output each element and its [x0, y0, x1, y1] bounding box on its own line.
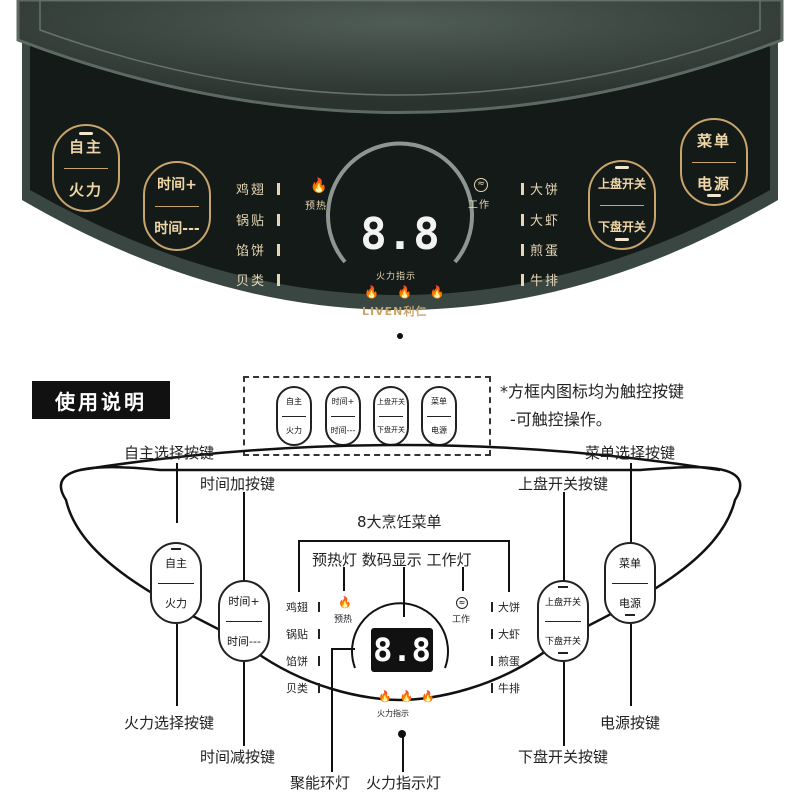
- auto-key-label: 自主: [68, 138, 103, 157]
- menu-power-key[interactable]: 菜单 电源: [680, 118, 748, 206]
- callout-power: 电源按键: [600, 714, 661, 732]
- callout-time-reduce: 时间减按键: [200, 748, 276, 766]
- digital-display: 8.8: [360, 209, 440, 260]
- diagram-menu-shellfish: 贝类: [286, 682, 308, 695]
- product-photo: 自主 火力 时间+ 时间--- 鸡翅 锅贴 馅饼 贝类 🔥 预热 ≈ 工作 8.…: [0, 0, 800, 370]
- fire-level-icons: 🔥🔥🔥: [364, 285, 463, 299]
- diagram-fan-icon: ≈: [456, 597, 468, 609]
- menu-shellfish: 贝类: [236, 274, 267, 289]
- diagram-display-bg: [371, 628, 433, 672]
- work-label: 工作: [468, 200, 490, 211]
- mini-plate-keys: 上盘开关 下盘开关: [373, 386, 409, 446]
- diagram-auto-fire-key: 自主 火力: [150, 542, 202, 624]
- diagram-menu-power-key: 菜单 电源: [604, 542, 656, 624]
- diagram-preheat-label: 预热: [334, 615, 353, 625]
- flame-icon: 🔥: [310, 178, 328, 194]
- key-indicator: [615, 238, 629, 241]
- menu-pancake: 大饼: [530, 183, 561, 198]
- diagram-menu-fried-egg: 煎蛋: [498, 655, 520, 668]
- menu-pie: 馅饼: [236, 244, 267, 259]
- diagram-menu-pie: 馅饼: [286, 655, 308, 668]
- upper-plate-label: 上盘开关: [597, 176, 646, 191]
- plate-keys[interactable]: 上盘开关 下盘开关: [588, 160, 656, 250]
- note-line2: -可触控操作。: [510, 410, 612, 429]
- diagram-flame-icon: 🔥: [338, 596, 352, 609]
- key-indicator: [79, 132, 93, 135]
- diagram-work-label: 工作: [452, 615, 471, 625]
- ring-light-dot: [398, 730, 406, 738]
- menu-shrimp: 大虾: [530, 214, 561, 229]
- callout-upper-plate: 上盘开关按键: [518, 475, 609, 493]
- callout-eight-menus: 8大烹饪菜单: [357, 513, 442, 531]
- time-reduce-label: 时间---: [154, 220, 200, 237]
- mini-auto-fire-key: 自主 火力: [276, 386, 312, 446]
- lower-plate-label: 下盘开关: [597, 220, 646, 235]
- menu-key-label: 菜单: [696, 132, 731, 151]
- fire-indicator-label: 火力指示: [376, 272, 417, 282]
- diagram-menu-potstickers: 锅贴: [286, 628, 308, 641]
- diagram-time-keys: 时间+ 时间---: [218, 580, 270, 662]
- fan-icon: ≈: [474, 178, 488, 192]
- callout-fire-light: 火力指示灯: [366, 774, 442, 792]
- diagram-menu-shrimp: 大虾: [498, 628, 520, 641]
- auto-fire-key[interactable]: 自主 火力: [52, 124, 120, 212]
- section-title: 使用说明: [32, 381, 170, 419]
- diagram-fire-indicator-label: 火力指示: [377, 709, 409, 718]
- diagram-digital-display: 8.8: [373, 631, 431, 669]
- fire-key-label: 火力: [68, 180, 103, 199]
- callout-indicator-row: 预热灯 数码显示 工作灯: [312, 551, 472, 569]
- menu-steak: 牛排: [530, 274, 561, 289]
- note-line1: *方框内图标均为触控按键: [500, 382, 685, 401]
- power-key-label: 电源: [696, 174, 731, 193]
- key-indicator: [707, 194, 721, 197]
- callout-menu-select: 菜单选择按键: [585, 444, 676, 462]
- diagram-plate-keys: 上盘开关 下盘开关: [537, 580, 589, 662]
- key-indicator: [615, 166, 629, 169]
- menu-potstickers: 锅贴: [236, 214, 267, 229]
- callout-lower-plate: 下盘开关按键: [518, 748, 609, 766]
- mini-menu-power-key: 菜单 电源: [421, 386, 457, 446]
- menu-chicken-wings: 鸡翅: [236, 183, 267, 198]
- menu-fried-egg: 煎蛋: [530, 244, 561, 259]
- callout-ring-light: 聚能环灯: [290, 774, 351, 792]
- diagram-menu-pancake: 大饼: [498, 601, 520, 614]
- control-panel-shape: [16, 0, 784, 339]
- diagram-menu-steak: 牛排: [498, 682, 520, 695]
- diagram-fire-level-icons: 🔥🔥🔥: [378, 690, 444, 703]
- time-add-label: 时间+: [157, 177, 197, 194]
- preheat-label: 预热: [305, 201, 327, 212]
- diagram-menu-chicken-wings: 鸡翅: [286, 601, 308, 614]
- time-keys[interactable]: 时间+ 时间---: [143, 161, 211, 251]
- callout-time-add: 时间加按键: [200, 475, 276, 493]
- mini-time-keys: 时间+ 时间---: [325, 386, 361, 446]
- callout-auto-select: 自主选择按键: [124, 444, 215, 462]
- callout-fire-select: 火力选择按键: [124, 714, 215, 732]
- brand-logo: LIVEN利仁: [362, 305, 428, 318]
